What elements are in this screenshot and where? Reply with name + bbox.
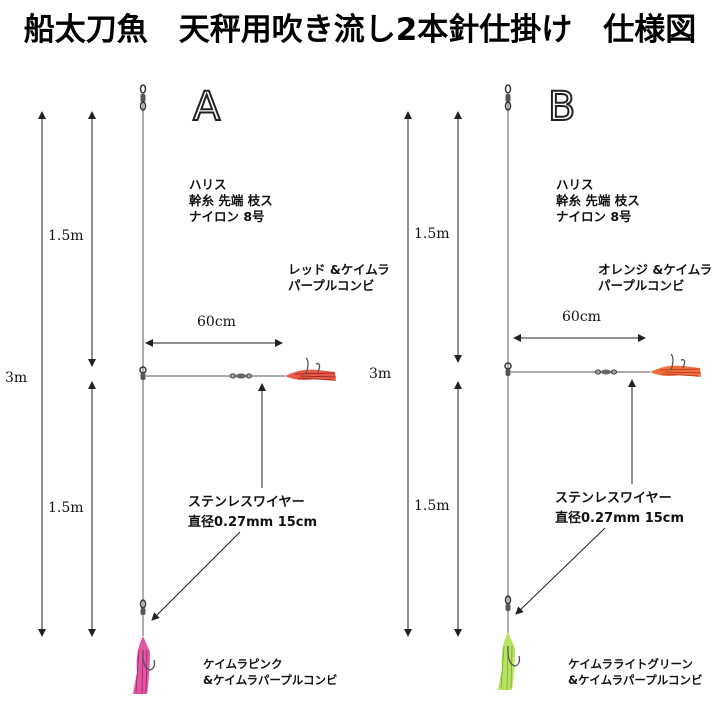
wire-line-1: ステンレスワイヤー bbox=[555, 491, 672, 506]
panel-a-wire-label: ステンレスワイヤー 直径0.27mm 15cm bbox=[188, 493, 317, 533]
lower-lure-line-1: ケイムラピンク bbox=[203, 657, 283, 671]
lower-swivel bbox=[504, 595, 512, 611]
top-swivel bbox=[504, 84, 512, 111]
page-title: 船太刀魚 天秤用吹き流し2本針仕掛け 仕様図 bbox=[23, 12, 697, 48]
lower-swivel bbox=[139, 599, 147, 615]
upper-lure-line-2: パープルコンビ bbox=[288, 278, 375, 293]
upper-lure bbox=[650, 353, 702, 377]
branch-swivel bbox=[594, 369, 618, 375]
upper-lure bbox=[285, 357, 337, 381]
wire-line-1: ステンレスワイヤー bbox=[188, 495, 305, 510]
panel-b-total-length: 3m bbox=[369, 366, 392, 382]
junction-swivel bbox=[139, 366, 147, 380]
wire-line-2: 直径0.27mm 15cm bbox=[555, 511, 685, 526]
panel-b-wire-label: ステンレスワイヤー 直径0.27mm 15cm bbox=[555, 489, 684, 529]
upper-lure-line-1: レッド &ケイムラ bbox=[288, 262, 390, 277]
upper-lure-line-1: オレンジ &ケイムラ bbox=[598, 262, 713, 277]
harisu-material: ナイロン 8号 bbox=[189, 209, 265, 224]
panel-a-rig bbox=[38, 84, 337, 695]
upper-lure-line-2: パープルコンビ bbox=[598, 278, 685, 293]
lower-lure-line-2: &ケイムラパープルコンビ bbox=[568, 673, 703, 687]
harisu-label: ハリス bbox=[189, 177, 227, 192]
wire-line-2: 直径0.27mm 15cm bbox=[188, 515, 318, 530]
panel-a-lower-lure-label: ケイムラピンク &ケイムラパープルコンビ bbox=[203, 656, 337, 688]
panel-a-letter: A bbox=[192, 83, 221, 131]
harisu-parts: 幹糸 先端 枝ス bbox=[556, 193, 640, 208]
panel-b-letter: B bbox=[547, 83, 576, 131]
wire-pointer-down bbox=[151, 531, 241, 621]
lower-lure-line-1: ケイムラライトグリーン bbox=[568, 657, 693, 671]
panel-b-branch-length: 60cm bbox=[562, 309, 601, 325]
panel-b-harisu-spec: ハリス 幹糸 先端 枝ス ナイロン 8号 bbox=[556, 177, 640, 225]
wire-pointer-down bbox=[515, 527, 606, 615]
panel-a-upper-section: 1.5m bbox=[48, 228, 84, 244]
panel-a-total-length: 3m bbox=[5, 370, 28, 386]
harisu-material: ナイロン 8号 bbox=[556, 209, 632, 224]
panel-a-branch-length: 60cm bbox=[197, 314, 236, 330]
panel-a-upper-lure-label: レッド &ケイムラ パープルコンビ bbox=[288, 262, 390, 294]
top-swivel bbox=[139, 84, 147, 111]
harisu-label: ハリス bbox=[556, 177, 594, 192]
branch-swivel bbox=[229, 373, 253, 379]
lower-lure bbox=[498, 632, 521, 691]
lower-lure-line-2: &ケイムラパープルコンビ bbox=[203, 673, 338, 687]
junction-swivel bbox=[504, 362, 512, 376]
panel-b-upper-lure-label: オレンジ &ケイムラ パープルコンビ bbox=[598, 262, 712, 294]
panel-a-harisu-spec: ハリス 幹糸 先端 枝ス ナイロン 8号 bbox=[189, 177, 273, 225]
lower-lure bbox=[133, 636, 156, 695]
panel-b-lower-lure-label: ケイムラライトグリーン &ケイムラパープルコンビ bbox=[568, 656, 702, 688]
panel-a-lower-section: 1.5m bbox=[48, 500, 84, 516]
panel-b-lower-section: 1.5m bbox=[414, 498, 450, 514]
harisu-parts: 幹糸 先端 枝ス bbox=[189, 193, 273, 208]
panel-b-rig bbox=[404, 84, 702, 691]
panel-b-upper-section: 1.5m bbox=[414, 226, 450, 242]
